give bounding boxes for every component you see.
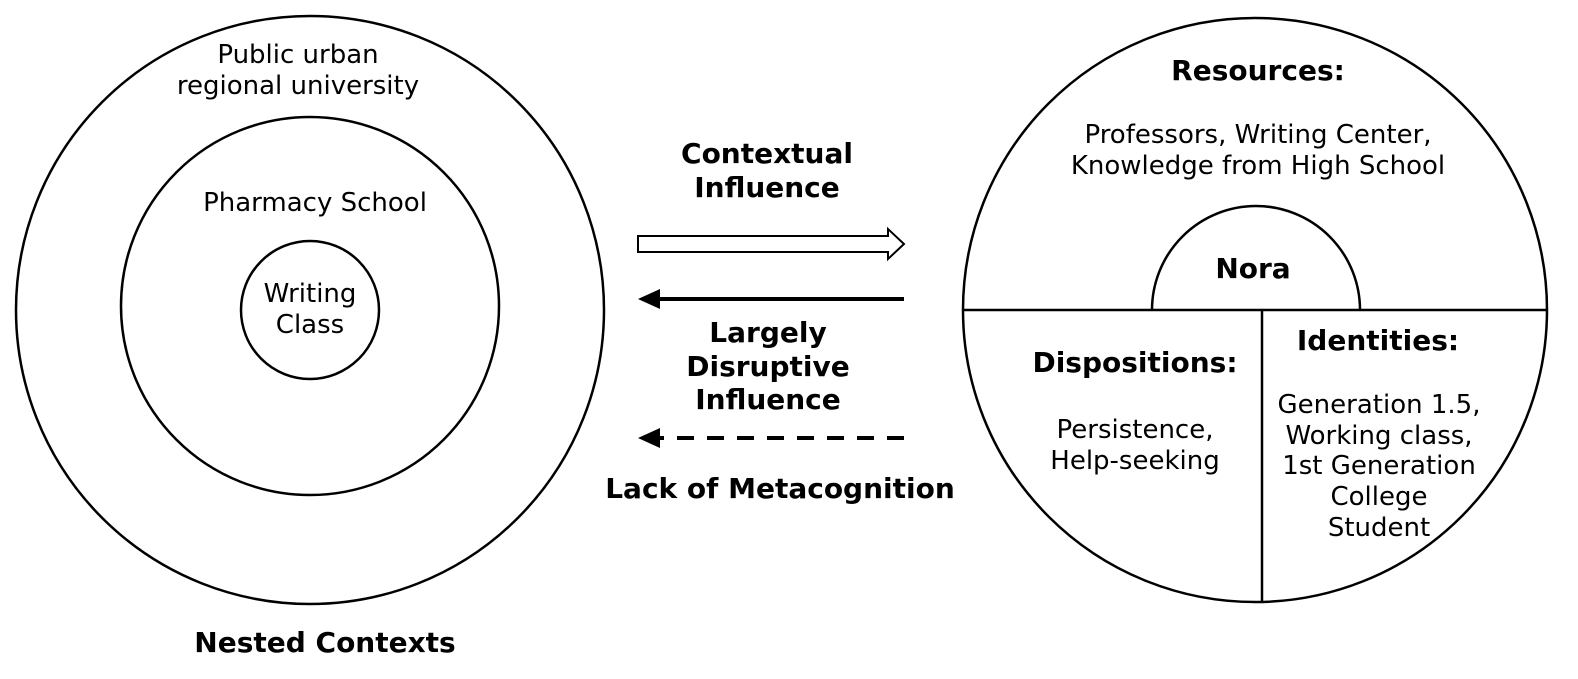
resources-title-text: Resources: [1171,54,1345,87]
outer-context-label-line-2: regional university [176,71,420,102]
inner-context-label-line-2: Class [275,310,345,341]
identities-text-line-2: Working class, [1285,420,1473,451]
dispositions-title-text: Dispositions: [1032,346,1238,379]
identities-title: Identities: [1278,324,1478,358]
middle-context-label: Pharmacy School [165,188,465,219]
contextual-influence-arrow [637,226,906,262]
inner-context-label: Writing Class [210,279,410,341]
person-semicircle [1150,204,1362,311]
nested-contexts-caption-text: Nested Contexts [194,626,456,659]
resources-title: Resources: [1108,54,1408,88]
disruptive-influence-label-line-1: Largely [709,316,827,349]
resources-text: Professors, Writing Center, Knowledge fr… [1058,120,1458,182]
identities-text-line-5: Student [1327,512,1431,543]
contextual-influence-label-line-2: Influence [694,170,840,204]
outer-context-circle [14,14,606,606]
outer-context-label-line-1: Public urban [217,40,379,70]
nested-contexts-caption: Nested Contexts [125,626,525,660]
middle-context-circle [119,115,501,497]
identities-text-line-4: College [1330,482,1428,513]
disruptive-influence-label-line-3: Influence [695,383,841,417]
inner-context-label-line-1: Writing [263,279,357,309]
identities-text-line-3: 1st Generation [1282,451,1476,482]
resources-text-line-2: Knowledge from High School [1070,151,1446,182]
disruptive-influence-label-line-2: Disruptive [686,349,850,383]
contextual-influence-label: Contextual Influence [617,137,917,204]
disruptive-influence-label: Largely Disruptive Influence [618,316,918,417]
dispositions-text-line-1: Persistence, [1056,415,1214,445]
middle-context-label-text: Pharmacy School [203,188,427,218]
metacognition-label-text: Lack of Metacognition [605,472,955,505]
contextual-influence-label-line-1: Contextual [681,137,853,170]
identities-text: Generation 1.5, Working class, 1st Gener… [1264,390,1494,543]
identities-title-text: Identities: [1296,324,1460,357]
metacognition-label: Lack of Metacognition [580,472,980,506]
disruptive-influence-arrow-head [638,289,660,309]
dispositions-text-line-2: Help-seeking [1050,446,1220,477]
identities-text-line-1: Generation 1.5, [1277,390,1481,420]
dispositions-text: Persistence, Help-seeking [1035,415,1235,477]
outer-context-label: Public urban regional university [148,40,448,102]
metacognition-arrow-head [638,428,660,448]
person-name-text: Nora [1215,252,1291,285]
resources-text-line-1: Professors, Writing Center, [1084,120,1432,150]
inner-context-circle [239,239,381,381]
person-name: Nora [1153,252,1353,286]
dispositions-title: Dispositions: [1020,346,1250,380]
